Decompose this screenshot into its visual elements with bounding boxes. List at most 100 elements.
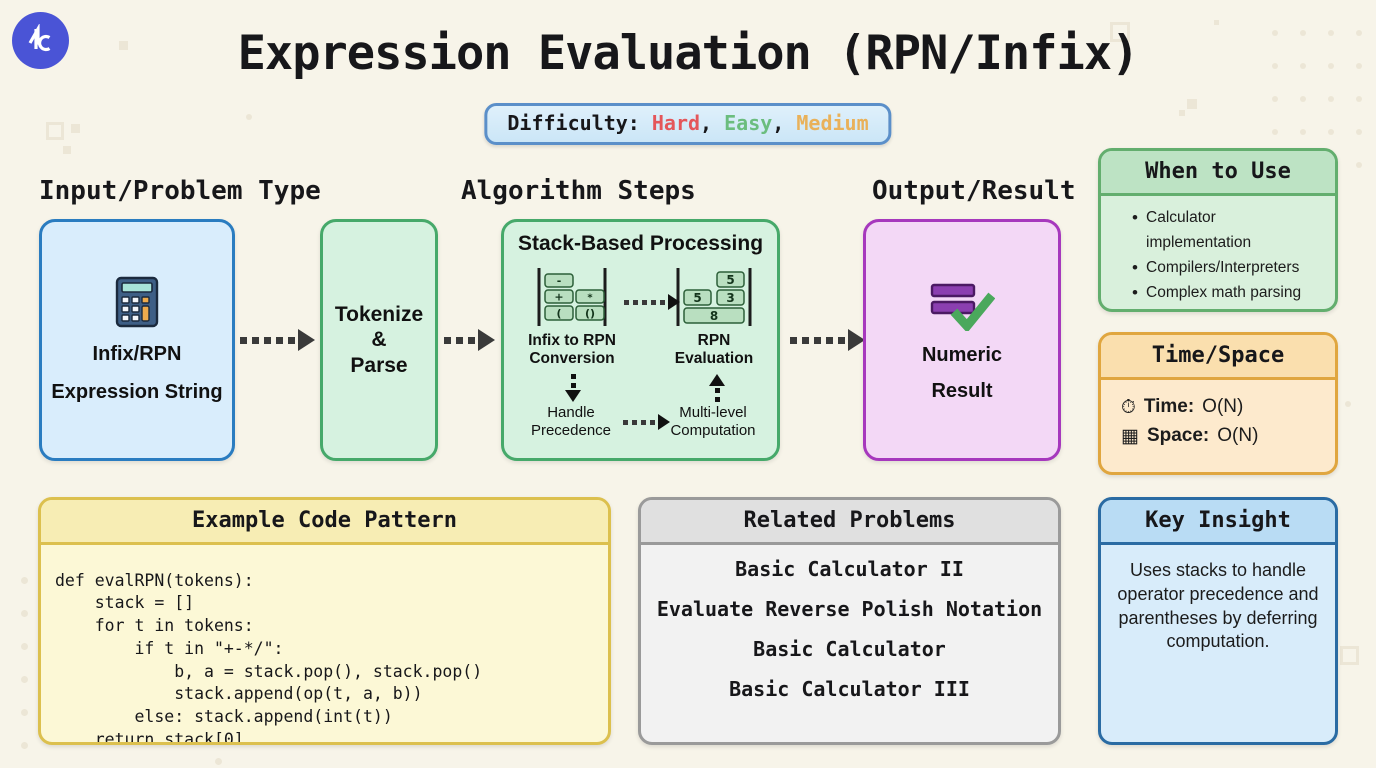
caption-infix-to-rpn-line2: Conversion: [529, 350, 615, 368]
arrow-dots: [444, 336, 475, 344]
svg-text:5: 5: [693, 291, 701, 305]
decor-shape: [1345, 401, 1351, 407]
arrow-up-to-rpn-evaluation: [709, 374, 725, 402]
decor-shape: [21, 676, 28, 683]
sub-handle-precedence-line2: Precedence: [530, 421, 612, 439]
arrow-head: [709, 374, 725, 386]
when-to-use-body: Calculator implementation Compilers/Inte…: [1101, 196, 1335, 309]
flow-box-algorithm[interactable]: Stack-Based Processing - + * ( (): [501, 219, 780, 461]
caption-rpn-evaluation: RPN Evaluation: [649, 332, 779, 369]
key-insight-heading: Key Insight: [1101, 500, 1335, 545]
column-header-input: Input/Problem Type: [39, 176, 321, 206]
svg-text:8: 8: [710, 309, 718, 323]
chip-icon: ▦: [1121, 425, 1139, 447]
decor-shape: [21, 610, 28, 617]
difficulty-hard: Hard: [651, 111, 701, 135]
arrow-dots: [790, 336, 845, 344]
svg-text:+: +: [554, 291, 563, 304]
sub-handle-precedence-line1: Handle: [547, 404, 595, 421]
sub-multilevel-computation-line2: Computation: [670, 421, 756, 439]
decor-shape: [215, 758, 222, 765]
difficulty-badge: Difficulty: Hard, Easy, Medium: [484, 103, 892, 145]
when-to-use-list: Calculator implementation Compilers/Inte…: [1115, 204, 1321, 307]
space-complexity-row: ▦ Space: O(N): [1121, 425, 1321, 447]
space-label: Space:: [1146, 425, 1210, 446]
arrow-infix-to-rpn: [624, 294, 680, 310]
decor-shape: [1272, 96, 1278, 102]
list-item: Compilers/Interpreters: [1132, 254, 1321, 282]
input-box-label-line1: Infix/RPN: [92, 342, 182, 365]
algorithm-diagram: - + * ( () 5 5 3 8: [501, 256, 780, 451]
decor-shape: [1300, 96, 1306, 102]
time-complexity-row: ⏱ Time: O(N): [1121, 396, 1321, 418]
related-problems-heading: Related Problems: [641, 500, 1058, 545]
tokenize-label-line3: Parse: [350, 353, 408, 377]
time-value: O(N): [1202, 396, 1244, 417]
caption-infix-to-rpn: Infix to RPN Conversion: [507, 332, 637, 369]
difficulty-medium: Medium: [796, 111, 869, 135]
decor-shape: [46, 122, 64, 140]
panel-code-pattern[interactable]: Example Code Pattern def evalRPN(tokens)…: [38, 497, 611, 745]
panel-related-problems[interactable]: Related Problems Basic Calculator II Eva…: [638, 497, 1061, 745]
arrow-head: [658, 414, 670, 430]
card-when-to-use[interactable]: When to Use Calculator implementation Co…: [1098, 148, 1338, 312]
arrow-down-to-precedence: [565, 374, 581, 402]
decor-shape: [21, 742, 28, 749]
related-problems-list: Basic Calculator II Evaluate Reverse Pol…: [641, 545, 1058, 699]
arrow-head: [565, 390, 581, 402]
when-to-use-heading: When to Use: [1101, 151, 1335, 196]
calculator-icon: [115, 276, 159, 327]
arrow-dots: [570, 374, 576, 388]
sub-multilevel-computation: Multi-level Computation: [653, 404, 773, 439]
arrow-precedence-to-computation: [623, 414, 670, 430]
arrow-dots: [714, 388, 720, 402]
arrow-dots: [240, 336, 295, 344]
list-item[interactable]: Basic Calculator II: [735, 557, 964, 581]
svg-text:3: 3: [726, 291, 734, 305]
output-box-label-line1: Numeric: [921, 343, 1003, 366]
svg-text:5: 5: [726, 273, 734, 287]
decor-shape: [21, 709, 28, 716]
list-item: Complex math parsing: [1132, 279, 1321, 307]
arrow-algorithm-to-output: [790, 329, 865, 351]
decor-shape: [21, 577, 28, 584]
code-pattern-heading: Example Code Pattern: [41, 500, 608, 545]
equals-check-icon: [930, 283, 995, 331]
flow-box-tokenize[interactable]: Tokenize & Parse: [320, 219, 438, 461]
time-space-heading: Time/Space: [1101, 335, 1335, 380]
decor-shape: [63, 146, 71, 154]
decor-shape: [1328, 129, 1334, 135]
arrow-head: [848, 329, 865, 351]
svg-text:(: (: [556, 307, 561, 320]
flow-box-output[interactable]: Numeric Result: [863, 219, 1061, 461]
flow-box-input[interactable]: Infix/RPN Expression String: [39, 219, 235, 461]
card-key-insight[interactable]: Key Insight Uses stacks to handle operat…: [1098, 497, 1338, 745]
decor-shape: [246, 114, 252, 120]
decor-shape: [1179, 110, 1185, 116]
svg-text:-: -: [557, 275, 562, 288]
difficulty-label: Difficulty:: [507, 111, 640, 135]
algorithm-title: Stack-Based Processing: [517, 232, 764, 255]
difficulty-sep-2: ,: [772, 111, 785, 135]
list-item[interactable]: Evaluate Reverse Polish Notation: [656, 597, 1043, 621]
decor-shape: [1356, 129, 1362, 135]
decor-shape: [1328, 96, 1334, 102]
sub-handle-precedence: Handle Precedence: [511, 404, 631, 439]
tokenize-label-line1: Tokenize: [334, 302, 424, 326]
column-header-output: Output/Result: [872, 176, 1076, 206]
logo-monogram-icon: [28, 23, 50, 51]
operator-stack-icon: - + * ( (): [537, 268, 607, 326]
list-item[interactable]: Basic Calculator: [753, 637, 946, 661]
input-box-label-line2: Expression String: [51, 381, 223, 403]
space-value: O(N): [1217, 425, 1259, 446]
decor-shape: [1340, 646, 1359, 665]
arrow-dots: [624, 299, 665, 305]
column-header-algorithm: Algorithm Steps: [461, 176, 696, 206]
card-time-space[interactable]: Time/Space ⏱ Time: O(N) ▦ Space: O(N): [1098, 332, 1338, 475]
svg-text:(): (): [585, 307, 595, 320]
list-item[interactable]: Basic Calculator III: [729, 677, 970, 701]
difficulty-easy: Easy: [724, 111, 773, 135]
caption-rpn-evaluation-line2: Evaluation: [674, 350, 754, 368]
arrow-head: [668, 294, 680, 310]
page-title: Expression Evaluation (RPN/Infix): [237, 26, 1140, 81]
